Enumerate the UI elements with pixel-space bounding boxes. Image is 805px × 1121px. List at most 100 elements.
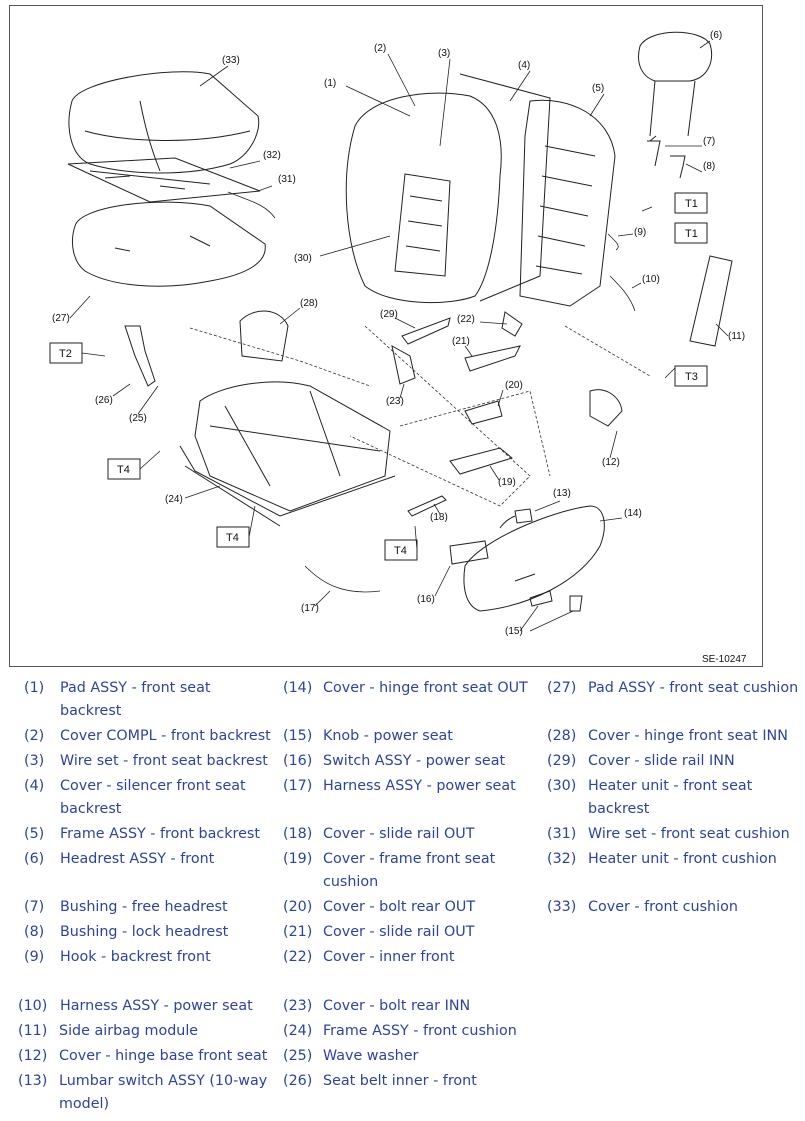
part-harness-backrest: [609, 275, 636, 312]
callout-19: (19): [498, 477, 516, 488]
legend-item: (8)Bushing - lock headrest: [24, 924, 229, 940]
callout-32: (32): [263, 150, 281, 161]
part-backrest-pad: [345, 92, 502, 303]
callout-27: (27): [52, 313, 70, 324]
svg-text:T4: T4: [226, 532, 239, 544]
part-bolt-cover-out: [464, 400, 503, 425]
part-slide-rail-cover-inn: [401, 317, 451, 345]
part-backrest-frame: [519, 99, 616, 307]
part-bushing-lock: [670, 155, 686, 179]
legend-item: (6)Headrest ASSY - front: [24, 851, 215, 867]
callout-20: (20): [505, 380, 523, 391]
legend-item: (3)Wire set - front seat backrest: [24, 753, 268, 769]
part-inner-cover: [501, 311, 523, 337]
part-rail-cover-out: [407, 495, 447, 517]
part-wire-cushion: [227, 191, 276, 219]
diagram-drawing: T1 T1 T2 T3 T4 T4 T4 (1) (2) (3) (4) (5)…: [49, 30, 747, 665]
part-heater-cushion: [67, 157, 261, 203]
callout-14: (14): [624, 508, 642, 519]
callout-4: (4): [518, 60, 530, 71]
part-side-airbag: [689, 255, 733, 347]
legend-item: (23)Cover - bolt rear INN: [283, 998, 471, 1014]
part-seat-belt-inner: [124, 325, 156, 387]
legend-item: (14)Cover - hinge front seat OUT: [283, 680, 528, 696]
figure-code: SE-10247: [702, 654, 747, 665]
legend-item: (25)Wave washer: [283, 1048, 419, 1064]
svg-text:T4: T4: [394, 545, 407, 557]
legend-item: (29)Cover - slide rail INN: [547, 753, 735, 769]
part-harness-power-seat: [304, 565, 381, 593]
legend-item: (20)Cover - bolt rear OUT: [283, 899, 476, 915]
callout-18: (18): [430, 512, 448, 523]
legend-item: (13)Lumbar switch ASSY (10-way model): [18, 1073, 268, 1112]
callout-10: (10): [642, 274, 660, 285]
callout-23: (23): [386, 396, 404, 407]
part-bolt-cover-inn: [391, 345, 416, 385]
legend-item: (31)Wire set - front seat cushion: [547, 826, 790, 842]
svg-text:T1: T1: [685, 228, 698, 240]
legend-item: (21)Cover - slide rail OUT: [283, 924, 475, 940]
callout-11: (11): [728, 331, 745, 342]
callout-26: (26): [95, 395, 113, 406]
legend-item: (17)Harness ASSY - power seat: [283, 778, 516, 794]
torque-box-t1-a: T1: [674, 192, 708, 214]
torque-box-t2: T2: [49, 342, 83, 364]
callout-9: (9): [634, 227, 646, 238]
callout-25: (25): [129, 413, 147, 424]
callout-2: (2): [374, 43, 386, 54]
part-knob-b: [569, 595, 583, 612]
svg-text:T4: T4: [117, 464, 130, 476]
svg-text:T3: T3: [685, 371, 698, 383]
part-frame-cover: [449, 447, 514, 475]
part-hinge-cover-inn: [239, 310, 289, 362]
callout-21: (21): [452, 336, 470, 347]
part-hinge-base-cover: [589, 389, 623, 427]
legend-item: (19)Cover - frame front seat cushion: [283, 851, 496, 890]
part-switch-assy: [449, 540, 489, 565]
legend-item: (12)Cover - hinge base front seat: [18, 1048, 268, 1064]
legend-item: (7)Bushing - free headrest: [24, 899, 228, 915]
callout-15: (15): [505, 626, 523, 637]
part-lumbar-switch: [499, 508, 533, 529]
assembly-line-3: [399, 390, 551, 477]
part-silencer: [459, 73, 551, 302]
legend-item: (16)Switch ASSY - power seat: [283, 753, 506, 769]
part-hook: [607, 233, 619, 251]
legend-item: (30)Heater unit - front seat backrest: [547, 778, 753, 817]
torque-box-t4-a: T4: [107, 458, 141, 480]
assembly-line-4: [564, 325, 651, 377]
legend-item: (28)Cover - hinge front seat INN: [547, 728, 788, 744]
legend-item: (22)Cover - inner front: [283, 949, 455, 965]
callout-6: (6): [710, 30, 722, 41]
legend-item: (5)Frame ASSY - front backrest: [24, 826, 260, 842]
legend-item: (32)Heater unit - front cushion: [547, 851, 777, 867]
part-knob-a: [529, 590, 553, 607]
legend-item: (27)Pad ASSY - front seat cushion: [547, 680, 799, 696]
legend-item: (2)Cover COMPL - front backrest: [24, 728, 271, 744]
legend-item: (26)Seat belt inner - front: [283, 1073, 477, 1089]
legend-item: (24)Frame ASSY - front cushion: [283, 1023, 517, 1039]
callout-8: (8): [703, 161, 715, 172]
torque-box-t1-b: T1: [674, 222, 708, 244]
callout-22: (22): [457, 314, 475, 325]
torque-box-t4-c: T4: [384, 539, 418, 561]
legend-item: (9)Hook - backrest front: [24, 949, 211, 965]
callout-12: (12): [602, 457, 620, 468]
callout-5: (5): [592, 83, 604, 94]
part-slide-rail: [179, 445, 396, 527]
assembly-line-2: [349, 325, 531, 507]
part-cushion-cover: [68, 71, 260, 174]
part-hinge-cover-out: [463, 505, 605, 612]
assembly-line-1: [189, 327, 371, 387]
part-slide-rail-cover-out: [464, 345, 521, 372]
callout-16: (16): [417, 594, 435, 605]
legend-item: (11)Side airbag module: [18, 1023, 199, 1039]
part-cushion-pad: [72, 201, 266, 287]
callout-28: (28): [300, 298, 318, 309]
torque-box-t3: T3: [674, 365, 708, 387]
callout-7: (7): [703, 136, 715, 147]
callout-33: (33): [222, 55, 240, 66]
part-headrest: [638, 31, 713, 137]
callout-31: (31): [278, 174, 296, 185]
legend-item: (10)Harness ASSY - power seat: [18, 998, 253, 1014]
